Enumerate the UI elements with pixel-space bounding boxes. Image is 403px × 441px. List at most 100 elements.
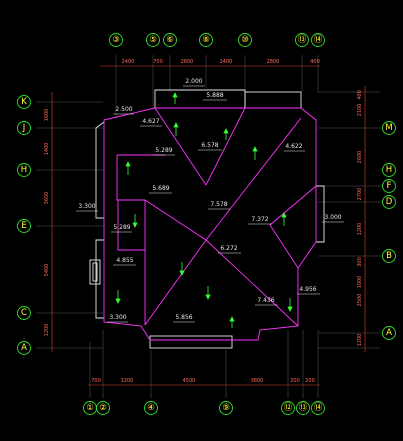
elevation-label: 5.888 — [206, 92, 223, 99]
elevation-label: 3.300 — [78, 203, 95, 210]
bottom-axis-label: ⑨ — [222, 403, 230, 413]
bottom-axis-bubble — [96, 401, 110, 415]
top-axis-label: ⑬ — [298, 35, 307, 45]
top-axis-bubble — [199, 33, 213, 47]
building-walls — [89, 89, 325, 349]
right-axis-bubble — [382, 163, 396, 177]
elevation-label: 4.956 — [299, 286, 316, 293]
elevation-label: 3.300 — [109, 314, 126, 321]
bottom-dimension: 200 — [290, 378, 300, 384]
right-axis-bubble — [382, 326, 396, 340]
roof-outline — [103, 107, 317, 341]
right-axis-bubble — [382, 249, 396, 263]
slope-arrows — [115, 92, 293, 328]
top-axis-bubble — [163, 33, 177, 47]
bottom-dimension: 3200 — [121, 378, 134, 384]
elevation-label: 7.436 — [257, 297, 274, 304]
top-dimension: 400 — [310, 59, 320, 65]
bottom-axis-label: ② — [99, 403, 107, 413]
top-axis-bubble — [311, 33, 325, 47]
elevation-label: 4.627 — [142, 118, 159, 125]
right-bay-wall — [316, 185, 325, 243]
left-dimension: 3600 — [44, 192, 50, 205]
left-dimension: 1400 — [44, 143, 50, 156]
top-axis-bubble — [109, 33, 123, 47]
roof-ridge-d — [205, 117, 302, 241]
left-lower-wall — [95, 239, 104, 319]
bottom-dimension: 700 — [91, 378, 101, 384]
bottom-axis-bubble — [281, 401, 295, 415]
arrow-icon — [287, 306, 293, 312]
left-axis-label: H — [21, 165, 27, 175]
elevation-labels: 2.000 5.888 2.500 4.627 6.578 4.622 5.289 5.689… — [78, 78, 341, 321]
elevation-label: 5.289 — [155, 147, 172, 154]
roof-ridge-e — [144, 199, 207, 241]
left-axis-label: A — [21, 343, 27, 353]
right-dimension: 300 — [357, 257, 363, 267]
arrow-icon — [173, 122, 179, 128]
bottom-axis-bubble — [296, 401, 310, 415]
top-dimension: 2400 — [122, 59, 135, 65]
dimension-lines — [51, 65, 366, 386]
elevation-marks — [76, 85, 344, 323]
right-axis-label: D — [386, 197, 393, 207]
bottom-dimension: 3800 — [251, 378, 264, 384]
elevation-label: 6.272 — [220, 245, 237, 252]
right-axis-bubble — [382, 195, 396, 209]
elevation-label: 5.689 — [152, 185, 169, 192]
top-axis-label: ⑩ — [241, 35, 249, 45]
bottom-axis-bubble — [144, 401, 158, 415]
top-axis-label: ⑧ — [202, 35, 210, 45]
elevation-label: 2.500 — [115, 106, 132, 113]
right-dimension: 2100 — [357, 104, 363, 117]
bottom-dimension: 200 — [305, 378, 315, 384]
left-axis-bubble — [17, 306, 31, 320]
elevation-label: 7.372 — [251, 216, 268, 223]
arrow-icon — [229, 316, 235, 322]
elevation-label: 4.855 — [116, 257, 133, 264]
top-axis-label: ⑥ — [166, 35, 174, 45]
left-dimension: 1600 — [44, 109, 50, 122]
right-dimension: 2600 — [357, 151, 363, 164]
top-dimension: 2400 — [220, 59, 233, 65]
arrow-icon — [132, 222, 138, 228]
arrow-icon — [205, 294, 211, 300]
left-window-inner — [92, 262, 98, 282]
elevation-label: 3.000 — [324, 214, 341, 221]
left-axis-label: C — [21, 308, 27, 318]
bottom-axis-bubble — [311, 401, 325, 415]
top-dimension: 2800 — [181, 59, 194, 65]
left-window — [89, 259, 101, 285]
right-axis-bubble — [382, 179, 396, 193]
right-dimension: 2700 — [357, 188, 363, 201]
top-axis-bubble — [295, 33, 309, 47]
arrow-icon — [172, 92, 178, 98]
elevation-label: 6.578 — [201, 142, 218, 149]
arrow-icon — [115, 298, 121, 304]
bottom-axis-label: ④ — [147, 403, 155, 413]
right-dimension: 1200 — [357, 334, 363, 347]
right-dimension: 2500 — [357, 294, 363, 307]
elevation-label: 5.856 — [175, 314, 192, 321]
right-axis-label: M — [385, 123, 392, 133]
elevation-label: 2.000 — [185, 78, 202, 85]
roof-valley-left — [116, 158, 146, 325]
elevation-label: 4.622 — [285, 143, 302, 150]
top-axis-bubble — [238, 33, 252, 47]
bottom-porch — [149, 335, 233, 349]
bottom-axis-label: ⑫ — [284, 403, 293, 413]
right-axis-label: B — [386, 251, 392, 261]
arrow-icon — [223, 128, 229, 134]
arrow-icon — [281, 212, 287, 218]
axis-grid-lines — [36, 55, 380, 398]
top-axis-label: ⑭ — [314, 35, 323, 45]
arrow-icon — [252, 146, 258, 152]
bottom-axis-bubble — [219, 401, 233, 415]
top-axis-bubble — [146, 33, 160, 47]
top-axis-label: ③ — [112, 35, 120, 45]
right-dimension: 1000 — [357, 276, 363, 289]
bottom-dimension: 4500 — [183, 378, 196, 384]
